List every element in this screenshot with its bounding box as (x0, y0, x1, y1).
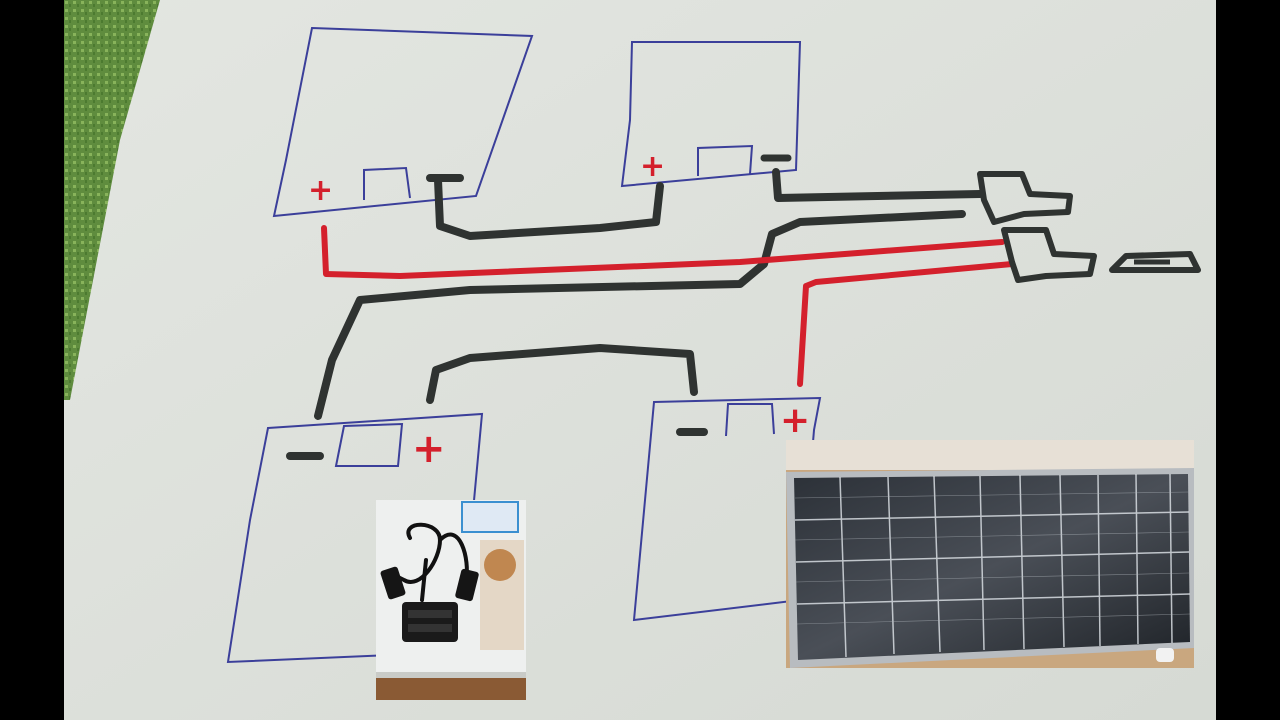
panel-top-left-terminals: + (308, 173, 464, 208)
panel-bottom-right-terminals: + (676, 400, 810, 441)
pos-terminal: + (412, 426, 446, 472)
negative-wires (314, 168, 984, 420)
panel-bottom-left-terminals: + (286, 426, 446, 472)
branch-connector-photo (376, 500, 526, 700)
pos-terminal: + (640, 149, 665, 184)
branch-connector-negative-icon (977, 171, 1073, 225)
pos-terminal: + (308, 173, 333, 208)
panel-top-right (620, 41, 802, 188)
solar-panel-photo (786, 440, 1194, 668)
pos-terminal: + (780, 400, 810, 441)
panel-top-left (272, 26, 534, 218)
grass-background (64, 0, 160, 400)
positive-wires (321, 225, 1015, 387)
panel-top-right-terminals: + (640, 149, 792, 184)
panel-bottom-left (226, 412, 484, 664)
right-black-border (1216, 0, 1280, 720)
mc4-plug-icon (1109, 251, 1201, 273)
left-black-border (0, 0, 64, 720)
branch-connector-positive-icon (1001, 227, 1097, 283)
